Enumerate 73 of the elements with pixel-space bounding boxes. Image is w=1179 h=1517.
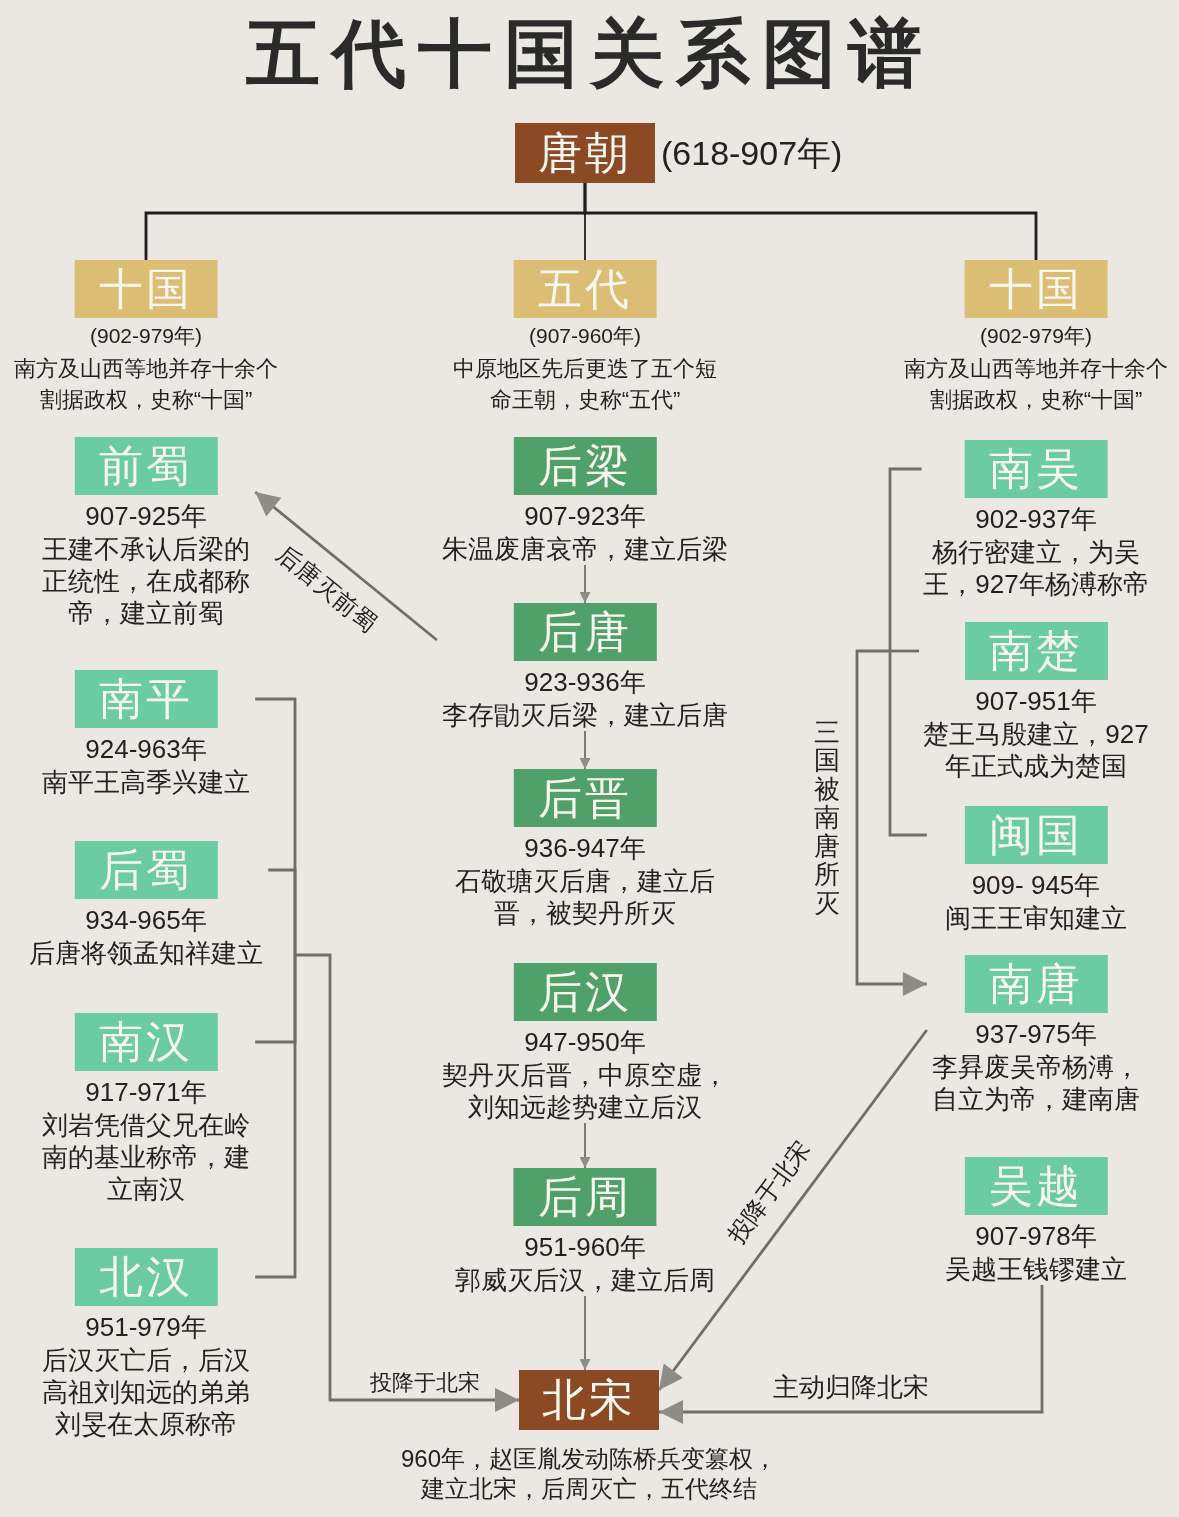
- date-range: 907-923年: [524, 501, 646, 531]
- dynasty-label: 北宋: [519, 1370, 659, 1430]
- description: 中原地区先后更迭了五个短命王朝，史称“五代”: [452, 355, 718, 414]
- dynasty-label: 后梁: [513, 437, 657, 495]
- description: 后汉灭亡后，后汉高祖刘知远的弟弟刘旻在太原称帝: [41, 1344, 251, 1440]
- connector-line: [268, 868, 297, 955]
- arrow: [579, 1122, 591, 1169]
- arrow: [659, 1285, 1044, 1424]
- dynasty-label: 后晋: [513, 769, 657, 827]
- description: 石敬瑭灭后唐，建立后晋，被契丹所灭: [454, 865, 716, 929]
- description: 王建不承认后梁的正统性，在成都称帝，建立前蜀: [41, 533, 251, 629]
- description: 郭威灭后汉，建立后周: [454, 1264, 716, 1296]
- dynasty-label: 南楚: [964, 622, 1108, 680]
- date-range: 951-960年: [524, 1232, 646, 1262]
- date-range: 951-979年: [85, 1312, 207, 1342]
- arrow: [254, 490, 438, 642]
- description: 楚王马殷建立，927年正式成为楚国: [922, 718, 1150, 782]
- connector-line: [888, 651, 927, 837]
- arrow: [579, 730, 591, 770]
- description: 南平王高季兴建立: [41, 766, 251, 798]
- description: 吴越王钱镠建立: [944, 1253, 1128, 1285]
- dynasty-label: 前蜀: [74, 437, 218, 495]
- description: 后唐将领孟知祥建立: [28, 937, 264, 969]
- description: 杨行密建立，为吴王，927年杨溥称帝: [922, 536, 1150, 600]
- date-range: 902-937年: [975, 504, 1097, 534]
- date-range: (907-960年): [528, 323, 641, 349]
- date-range: 923-936年: [524, 667, 646, 697]
- date-range: 924-963年: [85, 734, 207, 764]
- dynasty-label: 南唐: [964, 955, 1108, 1013]
- dynasty-label: 南平: [74, 670, 218, 728]
- date-range: 937-975年: [975, 1019, 1097, 1049]
- dynasty-label: 后蜀: [74, 841, 218, 899]
- dynasty-label: 南汉: [74, 1013, 218, 1071]
- dynasty-label: 吴越: [964, 1157, 1108, 1215]
- dynasty-label: 后周: [513, 1168, 657, 1226]
- dynasty-label: 后汉: [513, 963, 657, 1021]
- arrow: [579, 1295, 591, 1371]
- connector-line: [888, 467, 922, 651]
- connector-line: [583, 183, 1038, 260]
- description: 南方及山西等地并存十余个割据政权，史称“十国”: [903, 355, 1169, 414]
- description: 闽王王审知建立: [944, 902, 1128, 934]
- description: 李昪废吴帝杨溥，自立为帝，建南唐: [931, 1051, 1141, 1115]
- title: 五代十国关系图谱: [245, 11, 934, 97]
- dynasty-label: 十国: [74, 260, 218, 318]
- connector-line: [255, 955, 297, 1279]
- date-range: 934-965年: [85, 905, 207, 935]
- description: 960年，赵匡胤发动陈桥兵变篡权，建立北宋，后周灭亡，五代终结: [400, 1444, 778, 1504]
- date-range: 907-951年: [975, 686, 1097, 716]
- description: 刘岩凭借父兄在岭南的基业称帝，建立南汉: [41, 1109, 251, 1205]
- description: 契丹灭后晋，中原空虚，刘知远趁势建立后汉: [441, 1059, 729, 1123]
- dynasty-label: 北汉: [74, 1248, 218, 1306]
- dynasty-label: 闽国: [964, 806, 1108, 864]
- date-range: 907-925年: [85, 501, 207, 531]
- date-range: 947-950年: [524, 1027, 646, 1057]
- dynasty-label: 唐朝: [515, 123, 655, 183]
- date-range: 917-971年: [85, 1077, 207, 1107]
- description: 李存勖灭后梁，建立后唐: [441, 699, 729, 731]
- date-range: 907-978年: [975, 1221, 1097, 1251]
- arrow: [579, 564, 591, 604]
- date-range: (902-979年): [979, 323, 1092, 349]
- description: 朱温废唐哀帝，建立后梁: [441, 533, 729, 565]
- connector-line: [888, 649, 919, 653]
- dynasty-label: 十国: [964, 260, 1108, 318]
- dynasty-label: 南吴: [964, 440, 1108, 498]
- edge-label: 主动归降北宋: [772, 1374, 929, 1400]
- date-range: (618-907年): [661, 136, 843, 170]
- date-range: 909- 945年: [971, 870, 1101, 900]
- description: 南方及山西等地并存十余个割据政权，史称“十国”: [13, 355, 279, 414]
- date-range: 936-947年: [524, 833, 646, 863]
- arrow: [855, 649, 927, 996]
- date-range: (902-979年): [89, 323, 202, 349]
- dynasty-label: 五代: [513, 260, 657, 318]
- dynasty-label: 后唐: [513, 603, 657, 661]
